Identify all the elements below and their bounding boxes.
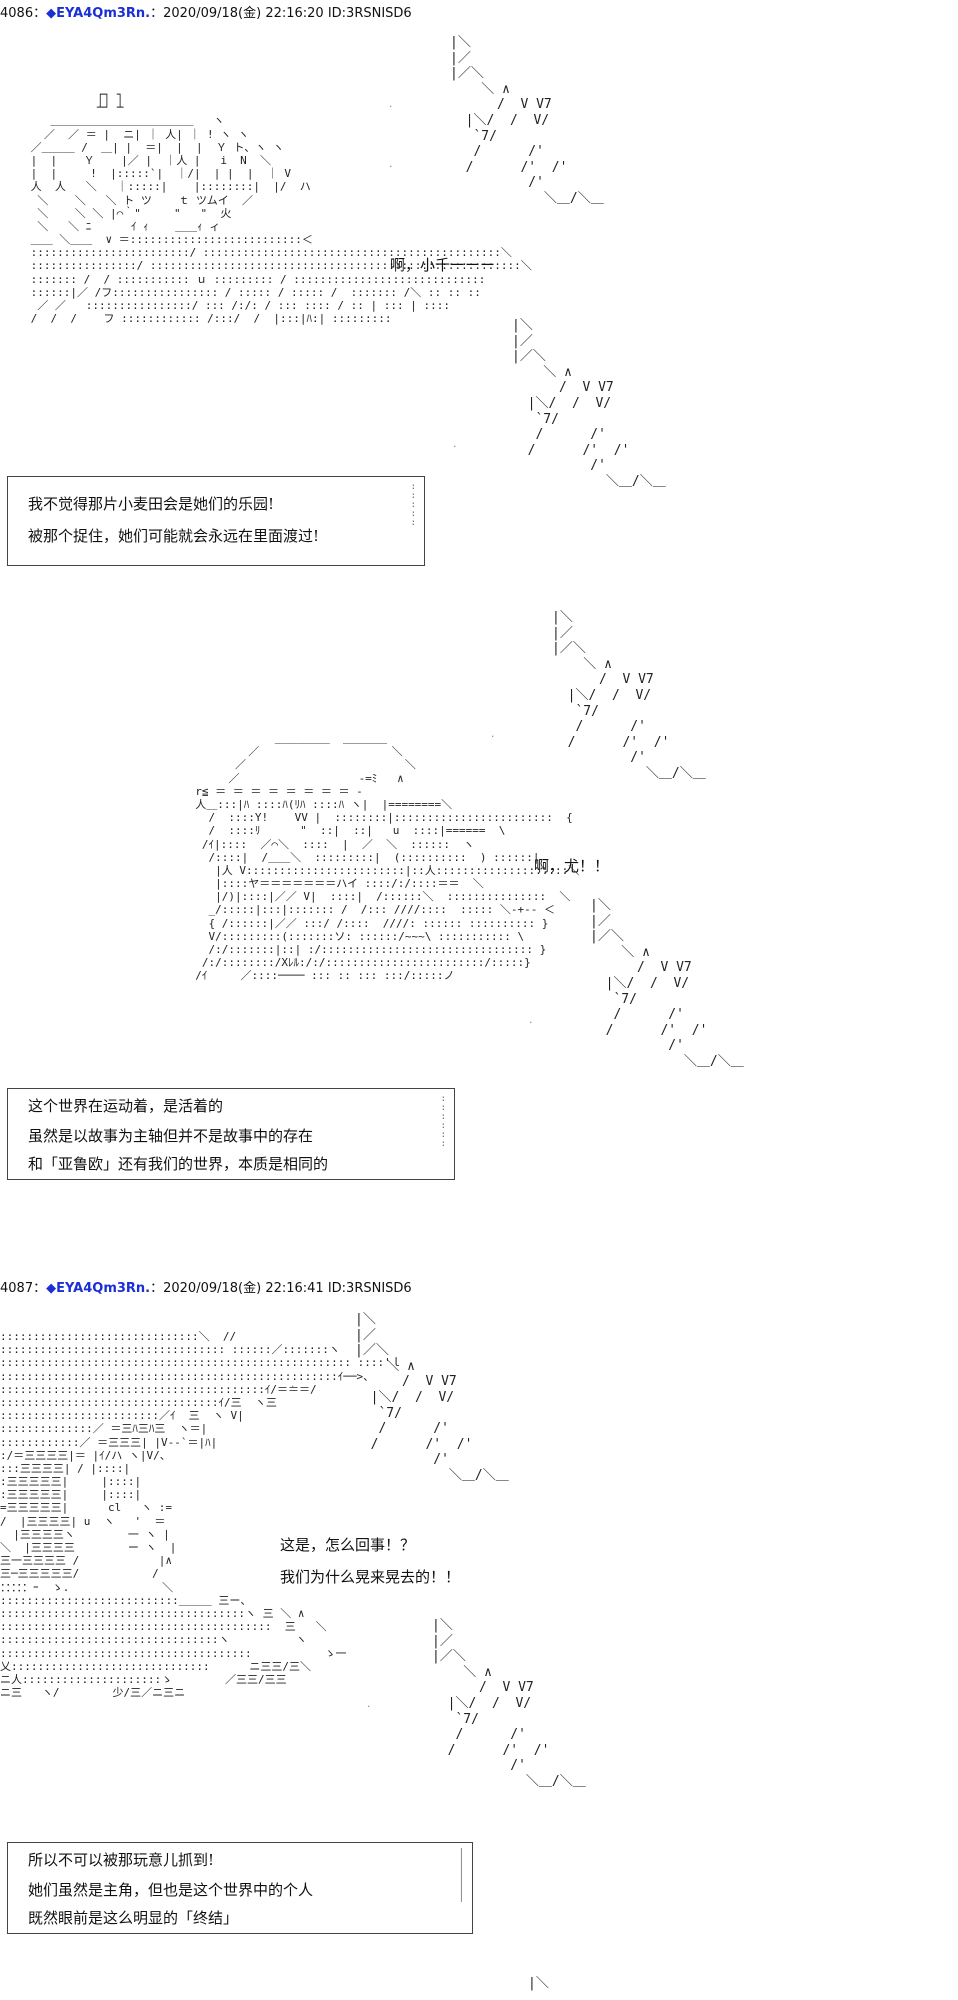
decorative-dot: .	[452, 440, 458, 450]
wheat-stalk-art: |＼ |／ |／＼ ＼ ∧ / V V7 |＼/ / V/ `7/ / /' /…	[432, 1618, 586, 1789]
aa-character-art-1: ┌┐ ┐ ┴┘ ┴ ＿＿＿＿＿＿＿＿＿＿＿＿＿ ヽ ／ ／ ＝ | ニ| ｜ 人…	[30, 88, 532, 326]
aa-character-art-2: ＿＿＿＿＿ ＿＿＿＿ ／ ＼ ／ ＼ ／ -=ﾐ ∧ r≦ ＝ ＝ ＝ ＝ ＝ …	[195, 732, 580, 983]
narration-line: 我不觉得那片小麦田会是她们的乐园!	[28, 495, 275, 513]
wheat-stalk-art: |＼ |／ |／＼ ＼ ∧ / V V7 |＼/ / V/ `7/ / /' /…	[512, 318, 666, 489]
decorative-dot: .	[366, 1700, 372, 1710]
post-separator: ：	[33, 6, 47, 21]
post-header: 4087：◆EYA4Qm3Rn.：2020/09/18(金) 22:16:41 …	[0, 1277, 412, 1296]
wheat-stalk-art: |＼ |／ |／＼ ＼ ∧ / V V7 |＼/ / V/ `7/ / /' /…	[355, 1312, 509, 1483]
narration-box: 我不觉得那片小麦田会是她们的乐园! 被那个捉住，她们可能就会永远在里面渡过! :…	[7, 476, 425, 566]
decorative-dot: .	[490, 730, 496, 740]
post-separator: ：	[33, 1281, 47, 1296]
post-header: 4086：◆EYA4Qm3Rn.：2020/09/18(金) 22:16:20 …	[0, 2, 412, 21]
speech-line: 我们为什么晃来晃去的！！	[280, 1568, 461, 1586]
narration-line: 和「亚鲁欧」还有我们的世界，本质是相同的	[28, 1155, 329, 1173]
decorative-dot: .	[290, 1380, 296, 1390]
wheat-stalk-art: |＼ |／ |／＼ ＼ ∧ / V V7 |＼/ / V/ `7/ / /' /…	[590, 898, 744, 1069]
aa-character-art-3: ::::::::::::::::::::::::::::::＼ // :::::…	[0, 1330, 402, 1700]
post-number: 4086	[0, 6, 34, 21]
narration-line: 虽然是以故事为主轴但并不是故事中的存在	[28, 1127, 314, 1145]
wheat-stalk-art: |＼ |／ |／＼ ＼ ∧ / V V7 |＼/ / V/ `7/ / /' /…	[450, 35, 604, 206]
wheat-stalk-art: |＼	[528, 1976, 549, 1991]
speech-line: 啊，小千ーーー	[390, 256, 496, 274]
poster-trip[interactable]: ◆EYA4Qm3Rn.	[46, 6, 151, 21]
post-number: 4087	[0, 1281, 34, 1296]
decorative-dot: .	[528, 1016, 534, 1026]
poster-trip[interactable]: ◆EYA4Qm3Rn.	[46, 1281, 151, 1296]
narration-line: 所以不可以被那玩意儿抓到!	[28, 1851, 215, 1869]
box-border-dots: : : : : :	[410, 482, 416, 528]
post-meta: ：2020/09/18(金) 22:16:41 ID:3RSNISD6	[150, 1281, 412, 1296]
narration-box: 这个世界在运动着，是活着的 虽然是以故事为主轴但并不是故事中的存在 和「亚鲁欧」…	[7, 1088, 455, 1180]
decorative-dot: .	[388, 100, 394, 110]
narration-line: 被那个捉住，她们可能就会永远在里面渡过!	[28, 527, 320, 545]
box-border-dots: : : : : : :	[440, 1094, 446, 1149]
narration-line: 既然眼前是这么明显的「终结」	[28, 1909, 239, 1927]
narration-box: 所以不可以被那玩意儿抓到! 她们虽然是主角，但也是这个世界中的个人 既然眼前是这…	[7, 1842, 473, 1934]
wheat-stalk-art: |＼ |／ |／＼ ＼ ∧ / V V7 |＼/ / V/ `7/ / /' /…	[552, 610, 706, 781]
narration-line: 这个世界在运动着，是活着的	[28, 1097, 224, 1115]
speech-line: 这是，怎么回事！？	[280, 1536, 416, 1554]
speech-line: 啊，尤！！	[534, 857, 610, 875]
narration-line: 她们虽然是主角，但也是这个世界中的个人	[28, 1881, 314, 1899]
post-meta: ：2020/09/18(金) 22:16:20 ID:3RSNISD6	[150, 6, 412, 21]
decorative-dot: .	[388, 160, 394, 170]
box-border-dots: | | | | | |	[458, 1848, 464, 1903]
